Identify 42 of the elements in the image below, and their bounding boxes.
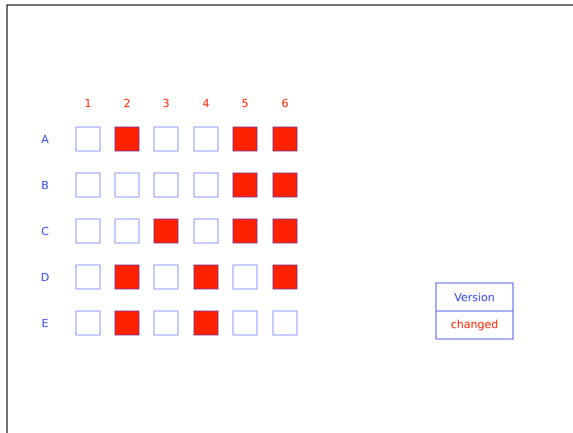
legend-box: Version changed [436,282,514,340]
square-cell [76,126,100,152]
square-cell [232,310,258,336]
square-cell [154,310,178,336]
column-number: 5 [242,98,248,108]
filled-square [272,172,298,198]
column-number: 6 [282,98,288,108]
square-cell [154,172,178,198]
filled-square [272,218,298,244]
row-letter: C [42,226,48,236]
filled-square [232,172,258,198]
filled-square [114,310,140,336]
square-cell [76,218,100,244]
filled-square [272,264,298,290]
filled-square [232,218,258,244]
column-number: 4 [203,98,209,107]
row-letter: D [42,272,49,281]
column-number: 3 [163,98,169,108]
row-letter: A [41,134,49,143]
column-number: 2 [124,98,130,108]
filled-square [194,264,218,290]
square-cell [272,310,298,336]
filled-square [194,310,218,336]
square-cell [76,264,100,290]
filled-square [114,264,140,290]
square-cell [114,172,140,198]
square-cell [154,264,178,290]
square-cell [194,172,218,198]
column-number: 1 [86,98,90,107]
square-cell [76,310,100,336]
filled-square [272,126,298,152]
square-cell [114,218,140,244]
square-cell [232,264,258,290]
square-cell [194,218,218,244]
filled-square [114,126,140,152]
row-letter: E [42,318,48,327]
row-letter: B [42,180,48,189]
square-cell [76,172,100,198]
filled-square [232,126,258,152]
square-cell [154,126,178,152]
square-cell [194,126,218,152]
filled-square [154,218,178,244]
